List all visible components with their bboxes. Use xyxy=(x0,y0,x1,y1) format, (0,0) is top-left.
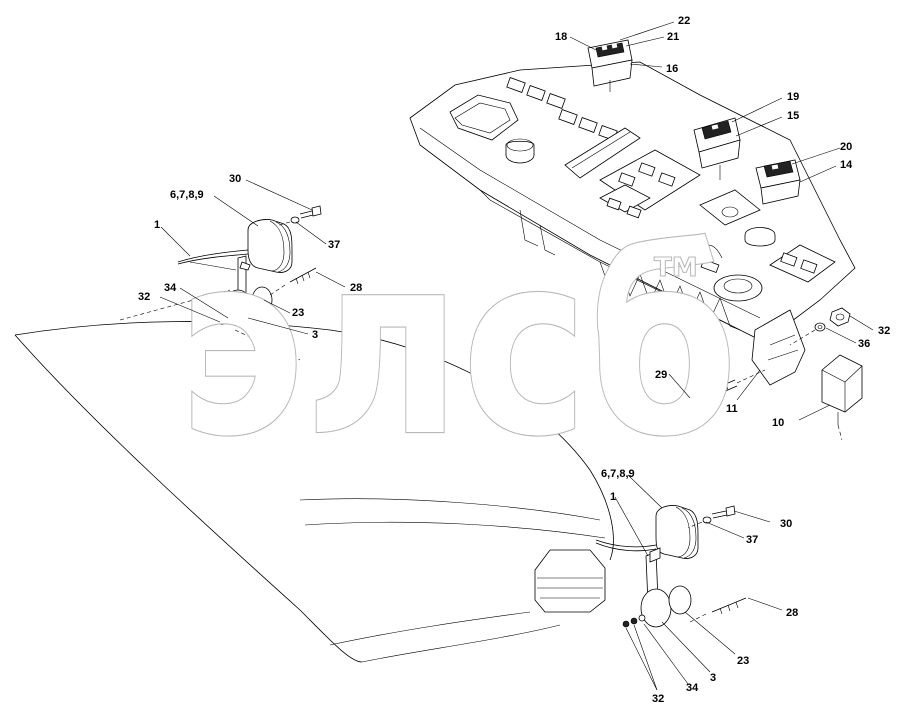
callout-3-upper: 3 xyxy=(312,329,318,341)
callout-28-upper: 28 xyxy=(350,282,362,294)
callout-23-lower: 23 xyxy=(737,655,749,667)
relay-10 xyxy=(821,354,863,441)
callout-29: 29 xyxy=(655,369,667,381)
watermark-trademark: TM xyxy=(654,253,698,283)
nut-32-washer-36 xyxy=(789,307,851,346)
callout-6789-lower: 6,7,8,9 xyxy=(601,468,635,480)
callout-32-right: 32 xyxy=(878,325,890,337)
callout-3-lower: 3 xyxy=(710,672,716,684)
rocker-switch-14 xyxy=(755,159,801,205)
rocker-switch-16 xyxy=(587,39,633,92)
callout-1-lower: 1 xyxy=(610,491,616,503)
callout-15: 15 xyxy=(787,110,799,122)
callout-18: 18 xyxy=(555,31,567,43)
rocker-switch-15 xyxy=(693,117,741,180)
callout-16: 16 xyxy=(666,63,678,75)
callout-22: 22 xyxy=(678,15,690,27)
switch-block-center xyxy=(599,149,701,219)
watermark-text: элсб xyxy=(178,200,738,491)
callout-14: 14 xyxy=(840,159,853,171)
lamp-assembly-upper xyxy=(177,205,322,327)
callout-32-upper: 32 xyxy=(138,291,150,303)
leader-lines xyxy=(159,21,874,691)
lamp-assembly-lower xyxy=(595,505,747,628)
instrument-panel xyxy=(409,61,856,386)
callout-21: 21 xyxy=(667,31,679,43)
callout-11: 11 xyxy=(726,403,738,415)
callout-20: 20 xyxy=(840,141,852,153)
callout-32-lower: 32 xyxy=(652,693,664,705)
callout-34-upper: 34 xyxy=(164,282,177,294)
callout-10: 10 xyxy=(772,417,784,429)
callout-36: 36 xyxy=(858,338,870,350)
callout-labels: 18 22 21 16 19 15 20 14 32 36 10 11 29 3… xyxy=(138,15,890,705)
bolt-29 xyxy=(689,369,766,407)
roof-marker-lamp xyxy=(534,549,606,613)
watermark: элсб TM xyxy=(177,199,739,492)
callout-1-upper: 1 xyxy=(154,219,160,231)
cab-outline xyxy=(14,289,614,663)
callout-34-lower: 34 xyxy=(686,682,699,694)
callout-30-lower: 30 xyxy=(780,518,792,530)
callout-30-upper: 30 xyxy=(229,173,241,185)
callout-37-lower: 37 xyxy=(746,534,758,546)
switch-row-upper xyxy=(506,77,618,141)
callout-37-upper: 37 xyxy=(328,239,340,251)
callout-28-lower: 28 xyxy=(786,607,798,619)
callout-19: 19 xyxy=(787,91,799,103)
callout-23-upper: 23 xyxy=(292,307,304,319)
callout-6789-upper: 6,7,8,9 xyxy=(170,189,204,201)
